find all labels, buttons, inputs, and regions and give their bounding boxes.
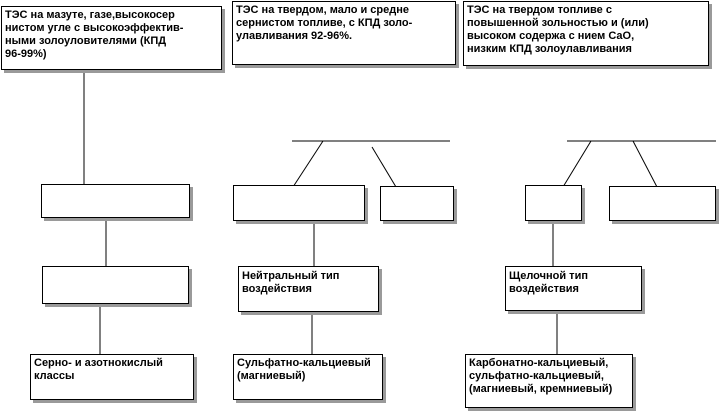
box-neutral-impact: Нейтральный тип воздействия: [238, 266, 379, 312]
empty-box-left-lower: [42, 266, 189, 304]
empty-box-middle-1: [233, 185, 365, 221]
box-tes-solid-high-ash: ТЭС на твердом топливе с повышенной золь…: [463, 1, 709, 66]
empty-box-right-2: [609, 186, 716, 221]
box-tes-mazut: ТЭС на мазуте, газе,высокосер нистом угл…: [1, 6, 222, 70]
box-carbonate-calcium: Карбонатно-кальциевый, сульфатно-кальцие…: [465, 354, 633, 408]
connector-line: [292, 140, 324, 188]
box-tes-solid-low-sulfur: ТЭС на твердом, мало и средне сернистом …: [232, 1, 456, 65]
empty-box-middle-2: [380, 186, 454, 221]
connector-line: [371, 146, 397, 188]
box-alkaline-impact: Щелочной тип воздействия: [505, 266, 642, 311]
connector-line: [632, 140, 658, 188]
connector-line: [562, 140, 592, 188]
empty-box-left: [41, 184, 190, 218]
box-acid-classes: Серно- и азотнокислый классы: [30, 354, 194, 400]
box-sulfate-calcium: Сульфатно-кальциевый (магниевый): [233, 354, 383, 400]
empty-box-right-1: [525, 185, 582, 221]
